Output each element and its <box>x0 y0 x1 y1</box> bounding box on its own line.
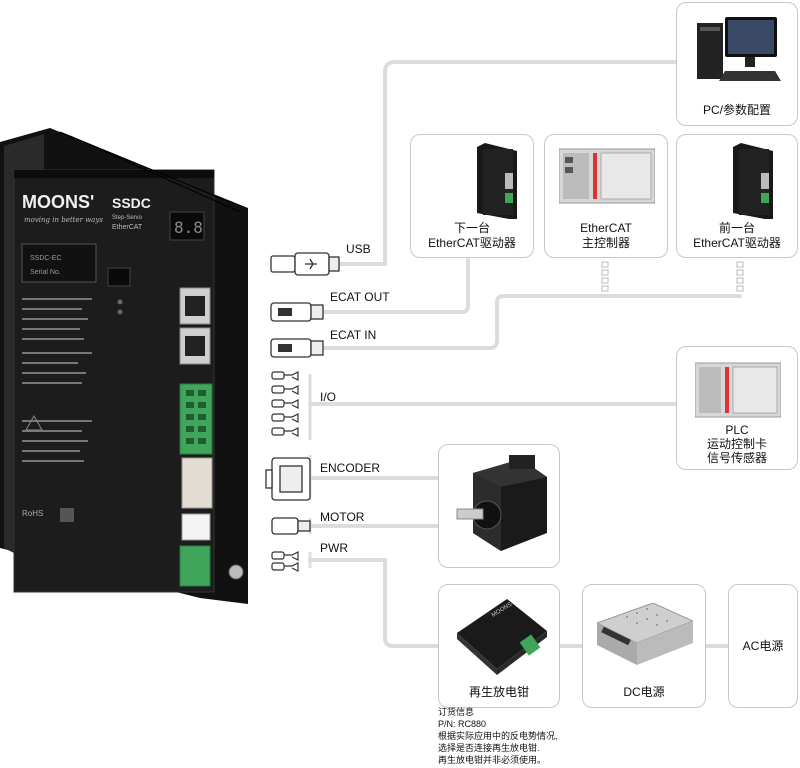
pwr-ferrules-icon <box>271 551 299 572</box>
motor-label: MOTOR <box>320 510 365 524</box>
order-note-line: 根据实际应用中的反电势情况, <box>438 731 558 741</box>
drive-model-field: SSDC-EC <box>30 255 62 262</box>
pwr-label: PWR <box>320 541 348 555</box>
ecat-in-label: ECAT IN <box>330 328 377 342</box>
ecat-out-label: ECAT OUT <box>330 290 390 304</box>
prev-drive-label-1: 前一台 <box>718 221 755 235</box>
regen-clamp-box: MOONS' 再生放电钳 <box>438 584 560 708</box>
plc-label-1: PLC <box>725 423 749 437</box>
drive-brand: MOONS' <box>22 192 94 212</box>
io-label: I/O <box>320 390 337 404</box>
encoder-label: ENCODER <box>320 461 381 475</box>
master-label-1: EtherCAT <box>580 221 632 235</box>
drive-bus: EtherCAT <box>112 224 143 231</box>
svg-text:RoHS: RoHS <box>22 509 43 518</box>
drive-serial-field: Serial No. <box>30 269 61 276</box>
plc-label-3: 信号传感器 <box>706 451 767 465</box>
ecat-in-connector-icon <box>270 338 324 358</box>
order-note-line: P/N: RC880 <box>438 719 487 729</box>
drive-tagline: moving in better ways <box>24 216 103 224</box>
pc-label: PC/参数配置 <box>702 103 771 117</box>
pc-device-box: PC/参数配置 <box>676 2 798 126</box>
next-drive-label-1: 下一台 <box>453 221 490 235</box>
regen-label: 再生放电钳 <box>468 685 529 699</box>
order-note: 订货信息 P/N: RC880 根据实际应用中的反电势情况, 选择是否连接再生放… <box>438 706 558 766</box>
ethercat-master-box: EtherCAT 主控制器 <box>544 134 668 258</box>
plc-icon <box>695 362 781 418</box>
prev-drive-label-2: EtherCAT驱动器 <box>693 236 781 250</box>
prev-drive-box: 前一台 EtherCAT驱动器 <box>676 134 798 258</box>
ssdc-drive-image: MOONS' moving in better ways SSDC Step-S… <box>0 128 248 604</box>
order-note-line: 再生放电钳并非必须使用。 <box>438 755 547 765</box>
plc-box: PLC 运动控制卡 信号传感器 <box>676 346 798 470</box>
dc-power-box: DC电源 <box>582 584 706 708</box>
drive-subtitle: Step-Servo <box>112 215 143 221</box>
plc-label-2: 运动控制卡 <box>706 437 767 451</box>
next-drive-icon <box>477 143 517 219</box>
order-note-line: 选择是否连接再生放电钳. <box>438 743 540 753</box>
io-ferrules-icon <box>271 371 299 437</box>
next-drive-box: 下一台 EtherCAT驱动器 <box>410 134 534 258</box>
motor-box <box>438 444 560 568</box>
next-drive-label-2: EtherCAT驱动器 <box>428 236 516 250</box>
regen-clamp-icon: MOONS' <box>457 599 547 675</box>
ac-label: AC电源 <box>742 639 784 653</box>
dc-label: DC电源 <box>623 685 665 699</box>
svg-text:8.8: 8.8 <box>174 218 203 237</box>
pc-icon <box>697 17 781 81</box>
order-note-line: 订货信息 <box>438 707 475 717</box>
ac-power-box: AC电源 <box>728 584 798 708</box>
prev-drive-icon <box>733 143 773 219</box>
master-label-2: 主控制器 <box>581 236 630 250</box>
drive-model: SSDC <box>112 195 151 211</box>
usb-label: USB <box>346 242 371 256</box>
ecat-out-connector-icon <box>270 302 324 322</box>
motor-connector-icon <box>271 517 311 535</box>
usb-connector-icon <box>270 252 340 276</box>
master-controller-icon <box>559 148 655 204</box>
step-servo-motor-icon <box>456 455 547 551</box>
dc-power-supply-icon <box>597 603 693 665</box>
encoder-connector-icon <box>265 457 311 501</box>
